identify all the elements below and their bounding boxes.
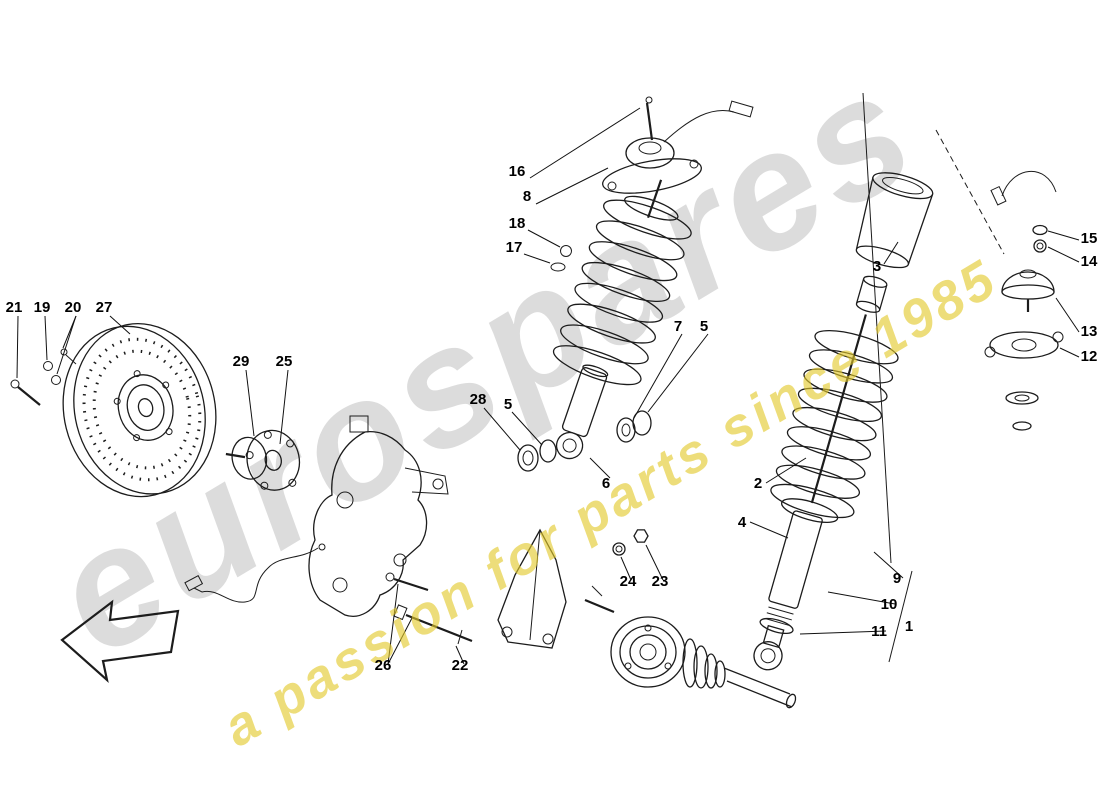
part-callout-3: 3 <box>873 258 881 275</box>
part-callout-8: 8 <box>523 188 531 205</box>
part-callout-17: 17 <box>506 239 523 256</box>
lower-bracket <box>497 528 567 649</box>
part-callout-24: 24 <box>620 573 637 590</box>
part-callout-23: 23 <box>652 573 669 590</box>
drawing-layer <box>10 92 1080 709</box>
part-callout-25: 25 <box>276 353 293 370</box>
part-callout-26: 26 <box>375 657 392 674</box>
part-callout-7: 7 <box>674 318 682 335</box>
part-callout-2: 2 <box>754 475 762 492</box>
part-callout-19: 19 <box>34 299 51 316</box>
brake-disc <box>62 322 217 498</box>
part-callout-12: 12 <box>1081 348 1098 365</box>
part-callout-5: 5 <box>700 318 708 335</box>
abs-sensor-wire <box>184 543 326 603</box>
shock-absorber-exploded <box>753 172 934 671</box>
part-callout-28: 28 <box>470 391 487 408</box>
part-callout-21: 21 <box>6 299 23 316</box>
part-callout-11: 11 <box>871 623 887 640</box>
part-callout-22: 22 <box>452 657 469 674</box>
part-callout-4: 4 <box>738 514 747 531</box>
part-callout-20: 20 <box>65 299 82 316</box>
part-callout-16: 16 <box>509 163 526 180</box>
part-callout-18: 18 <box>509 215 526 232</box>
part-callout-6: 6 <box>602 475 610 492</box>
shock-spacers <box>517 410 652 472</box>
part-callout-29: 29 <box>233 353 250 370</box>
part-callout-10: 10 <box>881 596 898 613</box>
leader-lines <box>16 107 1080 665</box>
driveshaft <box>584 585 797 709</box>
suspension-upright <box>308 415 449 617</box>
construction-lines <box>862 92 1005 663</box>
part-callout-5: 5 <box>504 396 512 413</box>
disc-fixing-bolts <box>10 348 77 406</box>
part-callout-15: 15 <box>1081 230 1098 247</box>
shock-absorber-assembled <box>552 179 692 460</box>
direction-arrow <box>60 599 180 684</box>
mount-small-parts <box>984 171 1064 431</box>
shock-top-mount-assembled <box>550 96 754 272</box>
part-callout-13: 13 <box>1081 323 1098 340</box>
wheel-hub <box>225 429 301 491</box>
part-callout-1: 1 <box>905 618 913 635</box>
fasteners <box>385 529 649 645</box>
part-callout-9: 9 <box>893 570 901 587</box>
part-callout-27: 27 <box>96 299 113 316</box>
part-callout-14: 14 <box>1081 253 1098 270</box>
